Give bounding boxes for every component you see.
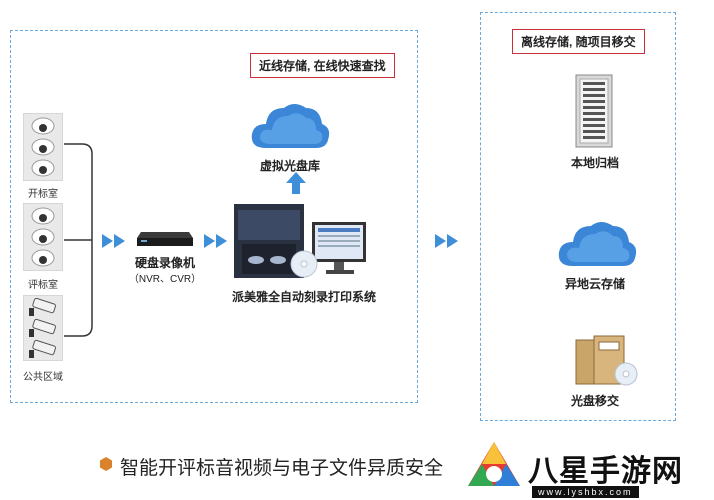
bullet-camera-icon [29,297,56,358]
dvr-label: 硬盘录像机 [134,256,195,270]
flow-arrow-icon [204,234,227,248]
dome-camera-icon [31,207,55,267]
nearline-storage-panel [10,30,418,403]
camera-connector-bracket [64,143,93,337]
remote-cloud-icon [558,222,637,266]
archive-rack-icon [575,74,613,148]
up-arrow-icon [286,172,306,194]
room-label-bid-evaluation: 评标室 [28,280,58,291]
camera-group-public-area [23,295,63,361]
dome-camera-icon [31,117,55,177]
watermark-logo-icon [468,442,520,486]
virtual-library-label: 虚拟光盘库 [259,159,320,173]
local-archive-label: 本地归档 [570,156,619,170]
camera-group-bid-opening [23,113,63,181]
virtual-library-cloud-icon [251,104,330,148]
footer-caption: 智能开评标音视频与电子文件异质安全 [120,458,444,479]
camera-group-bid-evaluation [23,203,63,271]
disc-handover-label: 光盘移交 [570,394,619,408]
nearline-tag: 近线存储, 在线快速查找 [250,53,395,78]
room-label-public-area: 公共区域 [23,372,63,383]
room-label-bid-opening: 开标室 [28,189,58,200]
dvr-device-icon [137,232,193,246]
archive-box-icon [575,335,638,386]
watermark-url: www.lyshbx.com [532,486,639,498]
offline-storage-panel [480,12,676,421]
offline-tag: 离线存储, 随项目移交 [512,29,645,54]
dvr-sublabel: （NVR、CVR） [128,274,202,285]
system-label: 派美雅全自动刻录打印系统 [231,290,376,304]
watermark-brand: 八星手游网 [528,455,683,488]
remote-cloud-label: 异地云存储 [564,277,625,291]
hexagon-bullet-icon [100,457,112,471]
flow-arrow-icon [102,234,125,248]
disc-publisher-system-icon [234,204,366,278]
flow-arrow-icon [435,234,458,248]
